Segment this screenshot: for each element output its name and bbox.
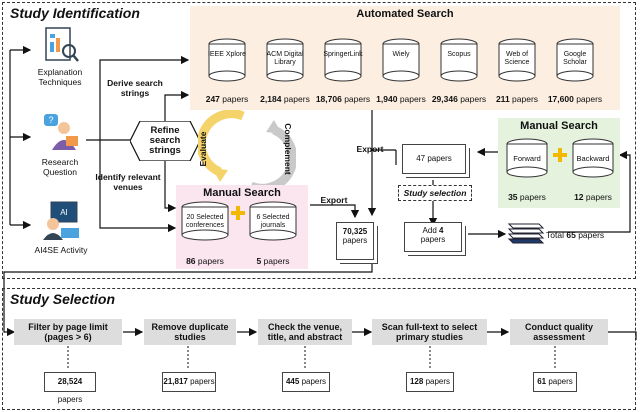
- svg-text:?: ?: [48, 115, 53, 125]
- step-scan-fulltext: Scan full-text to select primary studies: [372, 319, 487, 345]
- study-selection-inner-label: Study selection: [403, 188, 467, 198]
- step-count-duplicates: 21,817 papers: [162, 372, 216, 392]
- person-question-icon: ?: [44, 114, 78, 150]
- study-identification-title: Study Identification: [8, 5, 142, 21]
- database-label: Web of Science: [504, 51, 530, 66]
- database-label: ACM Digital Library: [266, 51, 304, 66]
- database-label: SpringerLink: [323, 51, 363, 58]
- step-count-fulltext: 128 papers: [406, 372, 454, 392]
- plus-icon: [231, 206, 245, 220]
- research-question-input: ? Research Question: [30, 112, 90, 177]
- database-scopus: Scopus: [439, 38, 479, 84]
- document-chart-icon: [45, 27, 79, 62]
- study-identification-section: [2, 2, 636, 279]
- evaluate-complement-cycle: [198, 110, 296, 192]
- pool-70325-unit: papers: [342, 236, 368, 245]
- identify-relevant-venues-label: Identify relevant venues: [95, 172, 161, 192]
- pool-70325-doc: 70,325 papers: [336, 222, 374, 260]
- evaluate-label: Evaluate: [198, 131, 208, 167]
- study-selection-section: [2, 288, 636, 410]
- research-question-label: Research Question: [41, 157, 79, 177]
- ai4se-activity-label: AI4SE Activity: [34, 245, 88, 255]
- database-count: 29,346 papers: [431, 94, 487, 104]
- forward-label: Forward: [513, 154, 541, 163]
- ai-person-icon: AI: [43, 201, 79, 240]
- database-web-of-science: Web of Science: [497, 38, 537, 84]
- pool-70325-count: 70,325: [342, 227, 368, 236]
- forward-db: Forward: [505, 138, 549, 178]
- conferences-count: 86 papers: [186, 256, 224, 266]
- step-remove-duplicates: Remove duplicate studies: [144, 319, 236, 345]
- database-count: 2,184 papers: [260, 94, 310, 104]
- manual-search-left-title: Manual Search: [203, 187, 281, 199]
- step-count-venue: 445 papers: [282, 372, 330, 392]
- backward-count: 12 papers: [574, 192, 612, 202]
- database-count: 17,600 papers: [547, 94, 603, 104]
- refine-search-strings-label: Refine search strings: [149, 125, 181, 156]
- ai4se-activity-input: AI AI4SE Activity: [34, 200, 88, 255]
- database-springerlink: SpringerLink: [323, 38, 363, 84]
- database-label: Google Scholar: [563, 51, 587, 66]
- manual-search-right-title: Manual Search: [520, 120, 598, 132]
- database-google-scholar: Google Scholar: [555, 38, 595, 84]
- selected-conferences-db: 20 Selected conferences: [180, 201, 230, 241]
- total-count: Total 65 papers: [546, 230, 605, 240]
- export-vertical-label: Export: [356, 144, 384, 154]
- database-label: Wiely: [392, 51, 410, 58]
- snowball-pool-doc: 47 papers: [402, 144, 466, 174]
- refine-search-strings-node: Refine search strings: [129, 120, 201, 162]
- database-ieee-xplore: IEEE Xplore: [207, 38, 247, 84]
- database-count: 247 papers: [205, 94, 249, 104]
- plus-icon-right: [553, 148, 567, 162]
- add-papers-doc: Add 4 papers: [404, 222, 462, 252]
- step-count-quality: 61 papers: [533, 372, 577, 392]
- database-acm-digital-library: ACM Digital Library: [265, 38, 305, 84]
- database-wiely: Wiely: [381, 38, 421, 84]
- snowball-pool-label: 47 papers: [416, 154, 452, 163]
- forward-count: 35 papers: [508, 192, 546, 202]
- study-selection-title: Study Selection: [8, 291, 118, 307]
- export-manual-label: Export: [320, 195, 348, 205]
- explanation-techniques-input: Explanation Techniques: [28, 26, 92, 87]
- svg-text:AI: AI: [60, 208, 68, 217]
- step-quality-assessment: Conduct quality assessment: [510, 319, 608, 345]
- explanation-techniques-label: Explanation Techniques: [37, 67, 83, 87]
- step-check-venue: Check the venue, title, and abstract: [258, 319, 352, 345]
- selected-journals-db: 6 Selected journals: [248, 201, 298, 241]
- backward-label: Backward: [576, 154, 610, 163]
- database-count: 18,706 papers: [315, 94, 371, 104]
- step-filter-page-limit: Filter by page limit (pages > 6): [14, 319, 122, 345]
- step-count-filter: 28,524 papers: [44, 372, 96, 404]
- database-label: Scopus: [447, 51, 471, 58]
- derive-search-strings-label: Derive search strings: [107, 78, 163, 98]
- selected-journals-label: 6 Selected journals: [256, 214, 290, 229]
- database-label: IEEE Xplore: [207, 51, 247, 58]
- study-selection-inner-badge: Study selection: [398, 185, 472, 201]
- database-count: 211 papers: [495, 94, 539, 104]
- database-count: 1,940 papers: [376, 94, 426, 104]
- paper-stack-icon: [507, 223, 545, 244]
- complement-label: Complement: [283, 123, 293, 175]
- backward-db: Backward: [571, 138, 615, 178]
- journals-count: 5 papers: [256, 256, 290, 266]
- automated-search-title: Automated Search: [356, 8, 454, 20]
- selected-conferences-label: 20 Selected conferences: [185, 214, 225, 229]
